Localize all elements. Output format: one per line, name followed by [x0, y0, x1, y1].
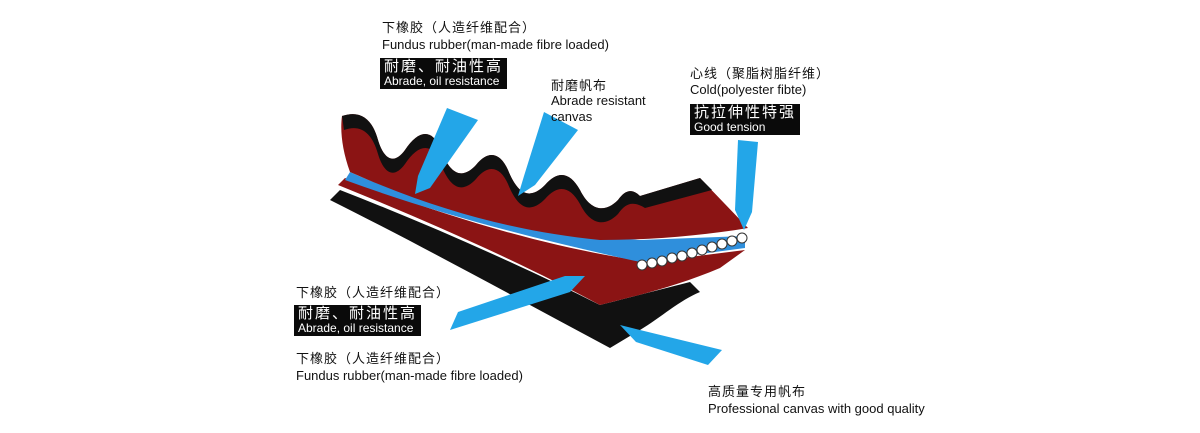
tooth-rubber-body — [341, 114, 748, 240]
top-left-cn-label: 下橡胶（人造纤维配合） — [382, 21, 537, 36]
cord-tag-en: Good tension — [694, 119, 766, 134]
cord-cn-label: 心线（聚脂树脂纤维） — [690, 67, 831, 82]
arrow-bottom-right — [620, 325, 722, 365]
bottom-canvas-layer — [330, 190, 700, 348]
top-left-tag-cn: 耐磨、耐油性高 — [384, 57, 504, 75]
cord-tag: 抗拉伸性特强 Good tension — [690, 103, 801, 136]
arrow-cord — [735, 140, 758, 230]
bottom-left-cn-bottom: 下橡胶（人造纤维配合） — [296, 352, 451, 367]
bottom-left-tag: 耐磨、耐油性高 Abrade, oil resistance — [294, 304, 422, 337]
arrow-middle — [518, 112, 578, 196]
top-left-en-label: Fundus rubber(man-made fibre loaded) — [382, 37, 609, 52]
bottom-left-en-bottom: Fundus rubber(man-made fibre loaded) — [296, 368, 523, 383]
lower-rubber-layer — [338, 178, 745, 305]
bottom-left-cn-top: 下橡胶（人造纤维配合） — [296, 286, 451, 301]
middle-cn-label: 耐磨帆布 — [551, 79, 608, 94]
cord-dots — [636, 232, 748, 271]
cord-tag-cn: 抗拉伸性特强 — [694, 103, 797, 121]
top-left-tag: 耐磨、耐油性高 Abrade, oil resistance — [380, 57, 508, 90]
bottom-right-en-label: Professional canvas with good quality — [708, 401, 925, 416]
middle-en-line2: canvas — [551, 109, 593, 124]
cord-en-label: Cold(polyester fibte) — [690, 82, 807, 97]
arrow-top-left — [415, 108, 478, 194]
top-left-tag-en: Abrade, oil resistance — [384, 73, 500, 88]
bottom-left-tag-cn: 耐磨、耐油性高 — [298, 304, 418, 322]
pointer-arrows — [415, 108, 758, 365]
middle-en-line1: Abrade resistant — [551, 93, 646, 108]
arrow-bottom-left — [450, 276, 585, 330]
bottom-right-cn-label: 高质量专用帆布 — [708, 385, 807, 400]
bottom-left-tag-en: Abrade, oil resistance — [298, 320, 414, 335]
